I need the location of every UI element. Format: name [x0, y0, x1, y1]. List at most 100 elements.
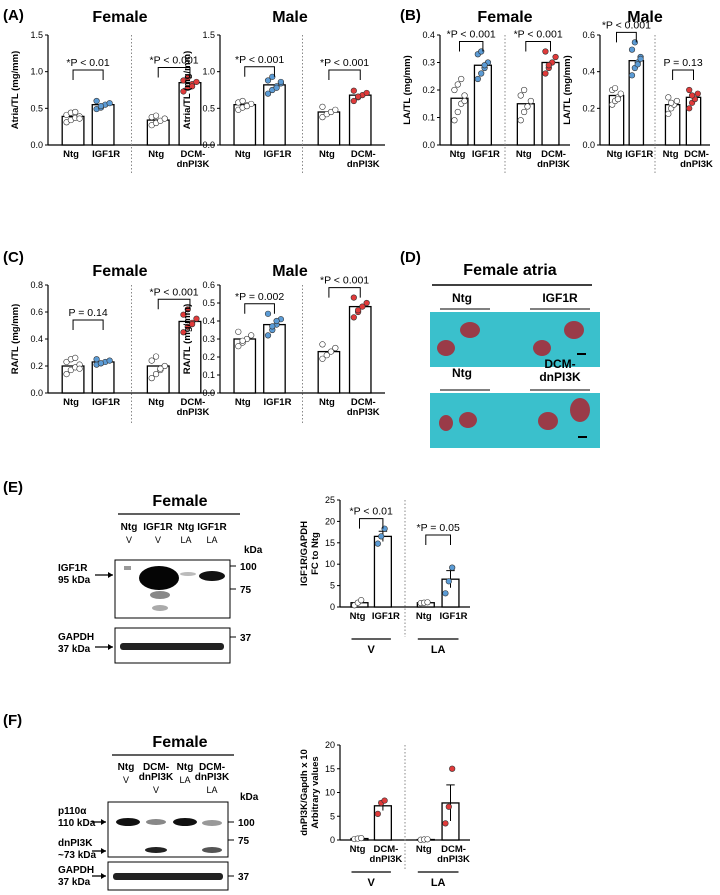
title-a-female: Female	[92, 9, 147, 26]
data-point	[634, 61, 641, 68]
x-category-label-line: Ntg	[350, 611, 366, 622]
data-point	[93, 356, 100, 363]
title-e: Female	[152, 493, 207, 510]
data-point	[350, 314, 357, 321]
blot-tissue-label: LA	[206, 535, 217, 545]
title-b-male: Male	[627, 9, 663, 26]
data-point	[148, 357, 155, 364]
data-point	[542, 48, 549, 55]
blot-lane-label: Ntg	[121, 522, 138, 533]
y-axis-label-line: LA/TL (mg/mm)	[402, 55, 413, 125]
x-category-label-line: Ntg	[450, 149, 466, 160]
y-axis-label-line: LA/TL (mg/mm)	[562, 55, 573, 125]
arrow-right-icon	[108, 644, 113, 650]
x-category-label: DCM-dnPI3K	[680, 149, 713, 170]
blot-lane-label-line: DCM-	[199, 762, 225, 773]
blot-lane-label: IGF1R	[197, 522, 227, 533]
x-category-label: DCM-dnPI3K	[177, 149, 210, 170]
y-axis-label-line: Atria/TL (mg/mm)	[182, 51, 193, 129]
y-tick-label: 0.3	[202, 334, 215, 344]
x-category-label: DCM-dnPI3K	[347, 397, 380, 418]
y-axis-label: Atria/TL (mg/mm)	[182, 51, 193, 129]
data-point	[269, 73, 276, 80]
x-category-label: Ntg	[319, 149, 335, 160]
y-tick-label: 0.6	[582, 30, 595, 40]
data-point	[319, 114, 326, 121]
blot-e-marker-37: 37	[240, 633, 252, 644]
blot-band	[116, 818, 140, 826]
photo-label-line: DCM-	[544, 357, 575, 371]
y-tick-label: 0.4	[582, 67, 595, 77]
atria-photo-panel: Female atria Ntg IGF1R Ntg DCM-dnPI3K	[430, 262, 600, 448]
data-point	[686, 86, 693, 94]
data-point	[628, 72, 636, 79]
photo-bottom-scale-bar	[578, 436, 587, 438]
data-point	[694, 90, 701, 97]
data-point	[63, 358, 70, 366]
data-point	[688, 92, 696, 99]
y-axis-label: RA/TL (mg/mm)	[10, 304, 21, 375]
data-point	[355, 307, 362, 314]
blot-lane-label-line: DCM-	[143, 762, 169, 773]
tissue-sample	[437, 340, 455, 356]
data-point	[614, 96, 622, 103]
data-point	[378, 533, 385, 540]
y-axis-label-line: IGF1R/GAPDH	[299, 521, 310, 586]
y-tick-label: 0.4	[202, 316, 215, 326]
data-point	[106, 357, 113, 364]
western-blot-f: Female NtgVDCM-dnPI3KVNtgLADCM-dnPI3KLA …	[58, 734, 259, 891]
x-category-label-line: DCM-	[351, 397, 376, 408]
blot-label-line: GAPDH	[58, 865, 94, 876]
data-point	[180, 329, 187, 336]
data-point	[184, 323, 191, 330]
data-point	[67, 366, 74, 374]
group-label: LA	[431, 644, 446, 656]
blot-band	[202, 847, 222, 853]
y-tick-label: 0.0	[422, 140, 435, 150]
data-point	[542, 70, 549, 77]
blot-lane-label-line: Ntg	[177, 762, 194, 773]
x-category-label-line: Ntg	[235, 397, 251, 408]
blot-lane-label-line: dnPI3K	[195, 772, 230, 783]
x-category-label: IGF1R	[372, 611, 400, 622]
blot-label-line: dnPI3K	[58, 838, 93, 849]
data-point	[442, 820, 449, 827]
y-axis-label-line: Atria/TL (mg/mm)	[10, 51, 21, 129]
photo-top-scale-bar	[577, 353, 586, 355]
arrow-right-icon	[101, 873, 106, 879]
x-category-label-line: Ntg	[319, 149, 335, 160]
data-point	[445, 578, 452, 585]
x-category-label-line: dnPI3K	[437, 854, 470, 865]
data-point	[152, 371, 160, 378]
data-point	[189, 321, 196, 328]
x-category-label: Ntg	[350, 611, 366, 622]
data-point	[273, 84, 280, 91]
data-point	[184, 74, 191, 81]
arrow-right-icon	[101, 848, 106, 854]
data-point	[106, 100, 113, 107]
data-point	[628, 46, 636, 53]
data-point	[517, 92, 524, 99]
x-category-label: IGF1R	[92, 149, 120, 160]
y-tick-label: 0.1	[202, 370, 215, 380]
data-point	[374, 810, 381, 817]
data-point	[193, 315, 200, 322]
x-category-label: Ntg	[416, 844, 432, 855]
blot-band	[145, 847, 167, 853]
data-point	[332, 106, 339, 113]
data-point	[454, 108, 461, 116]
significance-bracket	[672, 69, 694, 80]
blot-e-marker-100: 100	[240, 562, 257, 573]
data-point	[359, 303, 366, 310]
x-category-label-line: dnPI3K	[680, 159, 713, 170]
data-point	[180, 88, 187, 95]
data-point	[319, 341, 326, 348]
x-category-label: Ntg	[63, 149, 79, 160]
x-category-label: Ntg	[148, 149, 164, 160]
